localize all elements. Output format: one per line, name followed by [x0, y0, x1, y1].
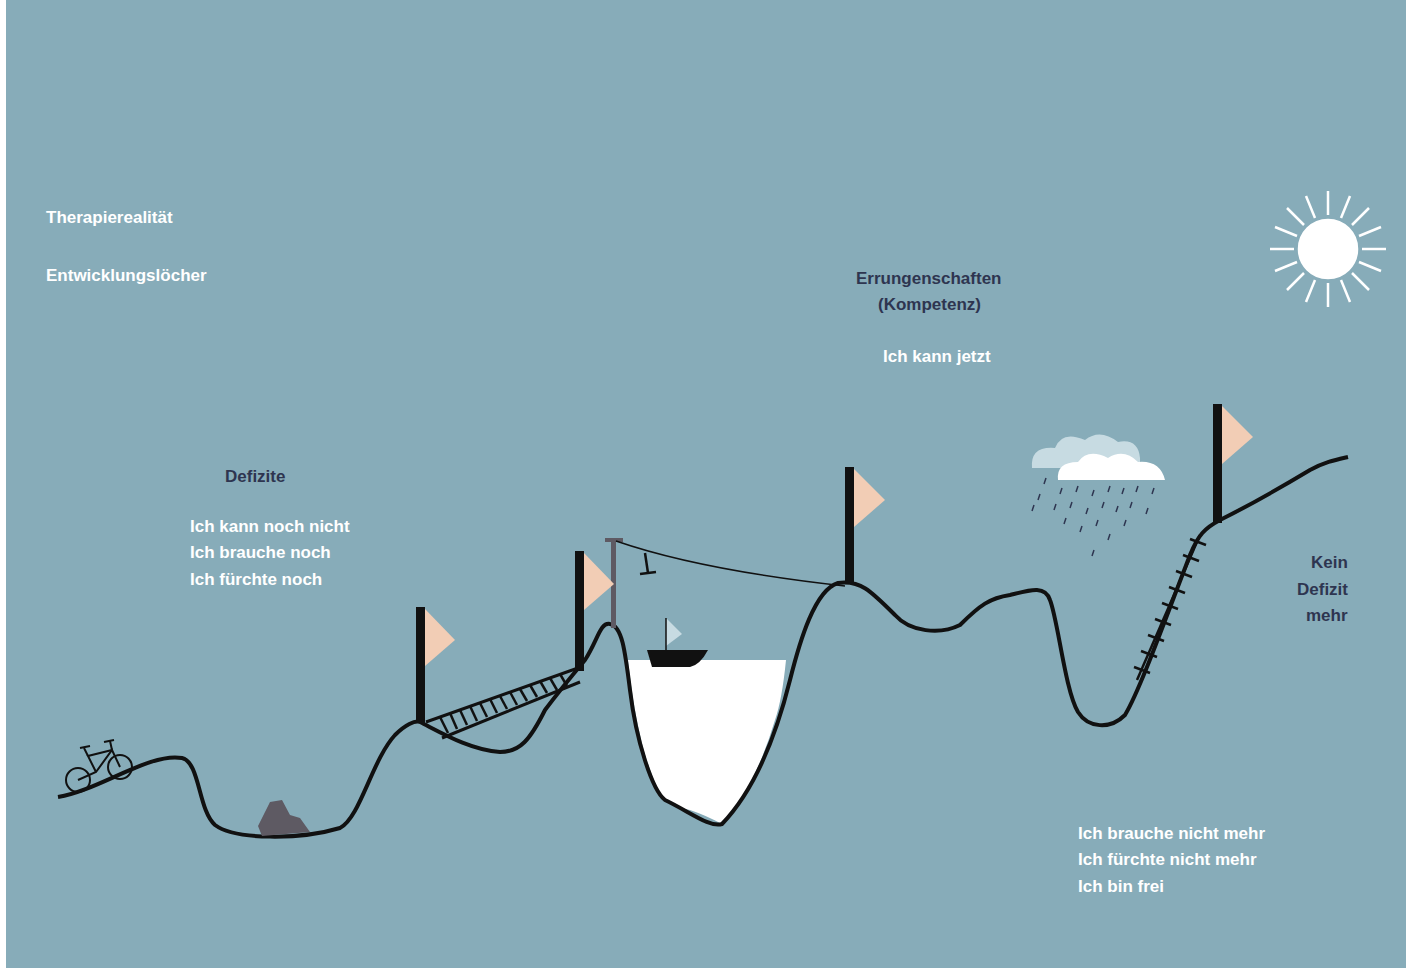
statement-line: Ich fürchte nicht mehr	[1078, 849, 1257, 871]
terrain-line	[58, 457, 1348, 837]
section-heading: Errungenschaften	[856, 268, 1001, 290]
boat	[647, 618, 708, 667]
railway	[1134, 535, 1206, 680]
flags	[416, 404, 1253, 723]
section-heading: Defizit	[1297, 579, 1348, 601]
bicycle	[66, 740, 132, 792]
statement-line: Ich brauche noch	[190, 542, 331, 564]
section-heading: Defizite	[225, 466, 285, 488]
section-heading: (Kompetenz)	[878, 294, 981, 316]
heading-label: Entwicklungslöcher	[46, 265, 207, 287]
rain-cloud	[1032, 434, 1165, 556]
ladder	[426, 668, 580, 738]
statement-line: Ich kann noch nicht	[190, 516, 350, 538]
background	[6, 0, 1406, 968]
statement-line: Ich brauche nicht mehr	[1078, 823, 1265, 845]
heading-label: Therapierealität	[46, 207, 173, 229]
sun	[1270, 191, 1386, 307]
cable-car	[605, 538, 845, 628]
statement-line: Ich fürchte noch	[190, 569, 322, 591]
statement-line: Ich bin frei	[1078, 876, 1164, 898]
rock	[258, 800, 310, 836]
statement-line: Ich kann jetzt	[883, 346, 991, 368]
section-heading: mehr	[1306, 605, 1348, 627]
lake-water	[628, 660, 786, 824]
section-heading: Kein	[1311, 552, 1348, 574]
